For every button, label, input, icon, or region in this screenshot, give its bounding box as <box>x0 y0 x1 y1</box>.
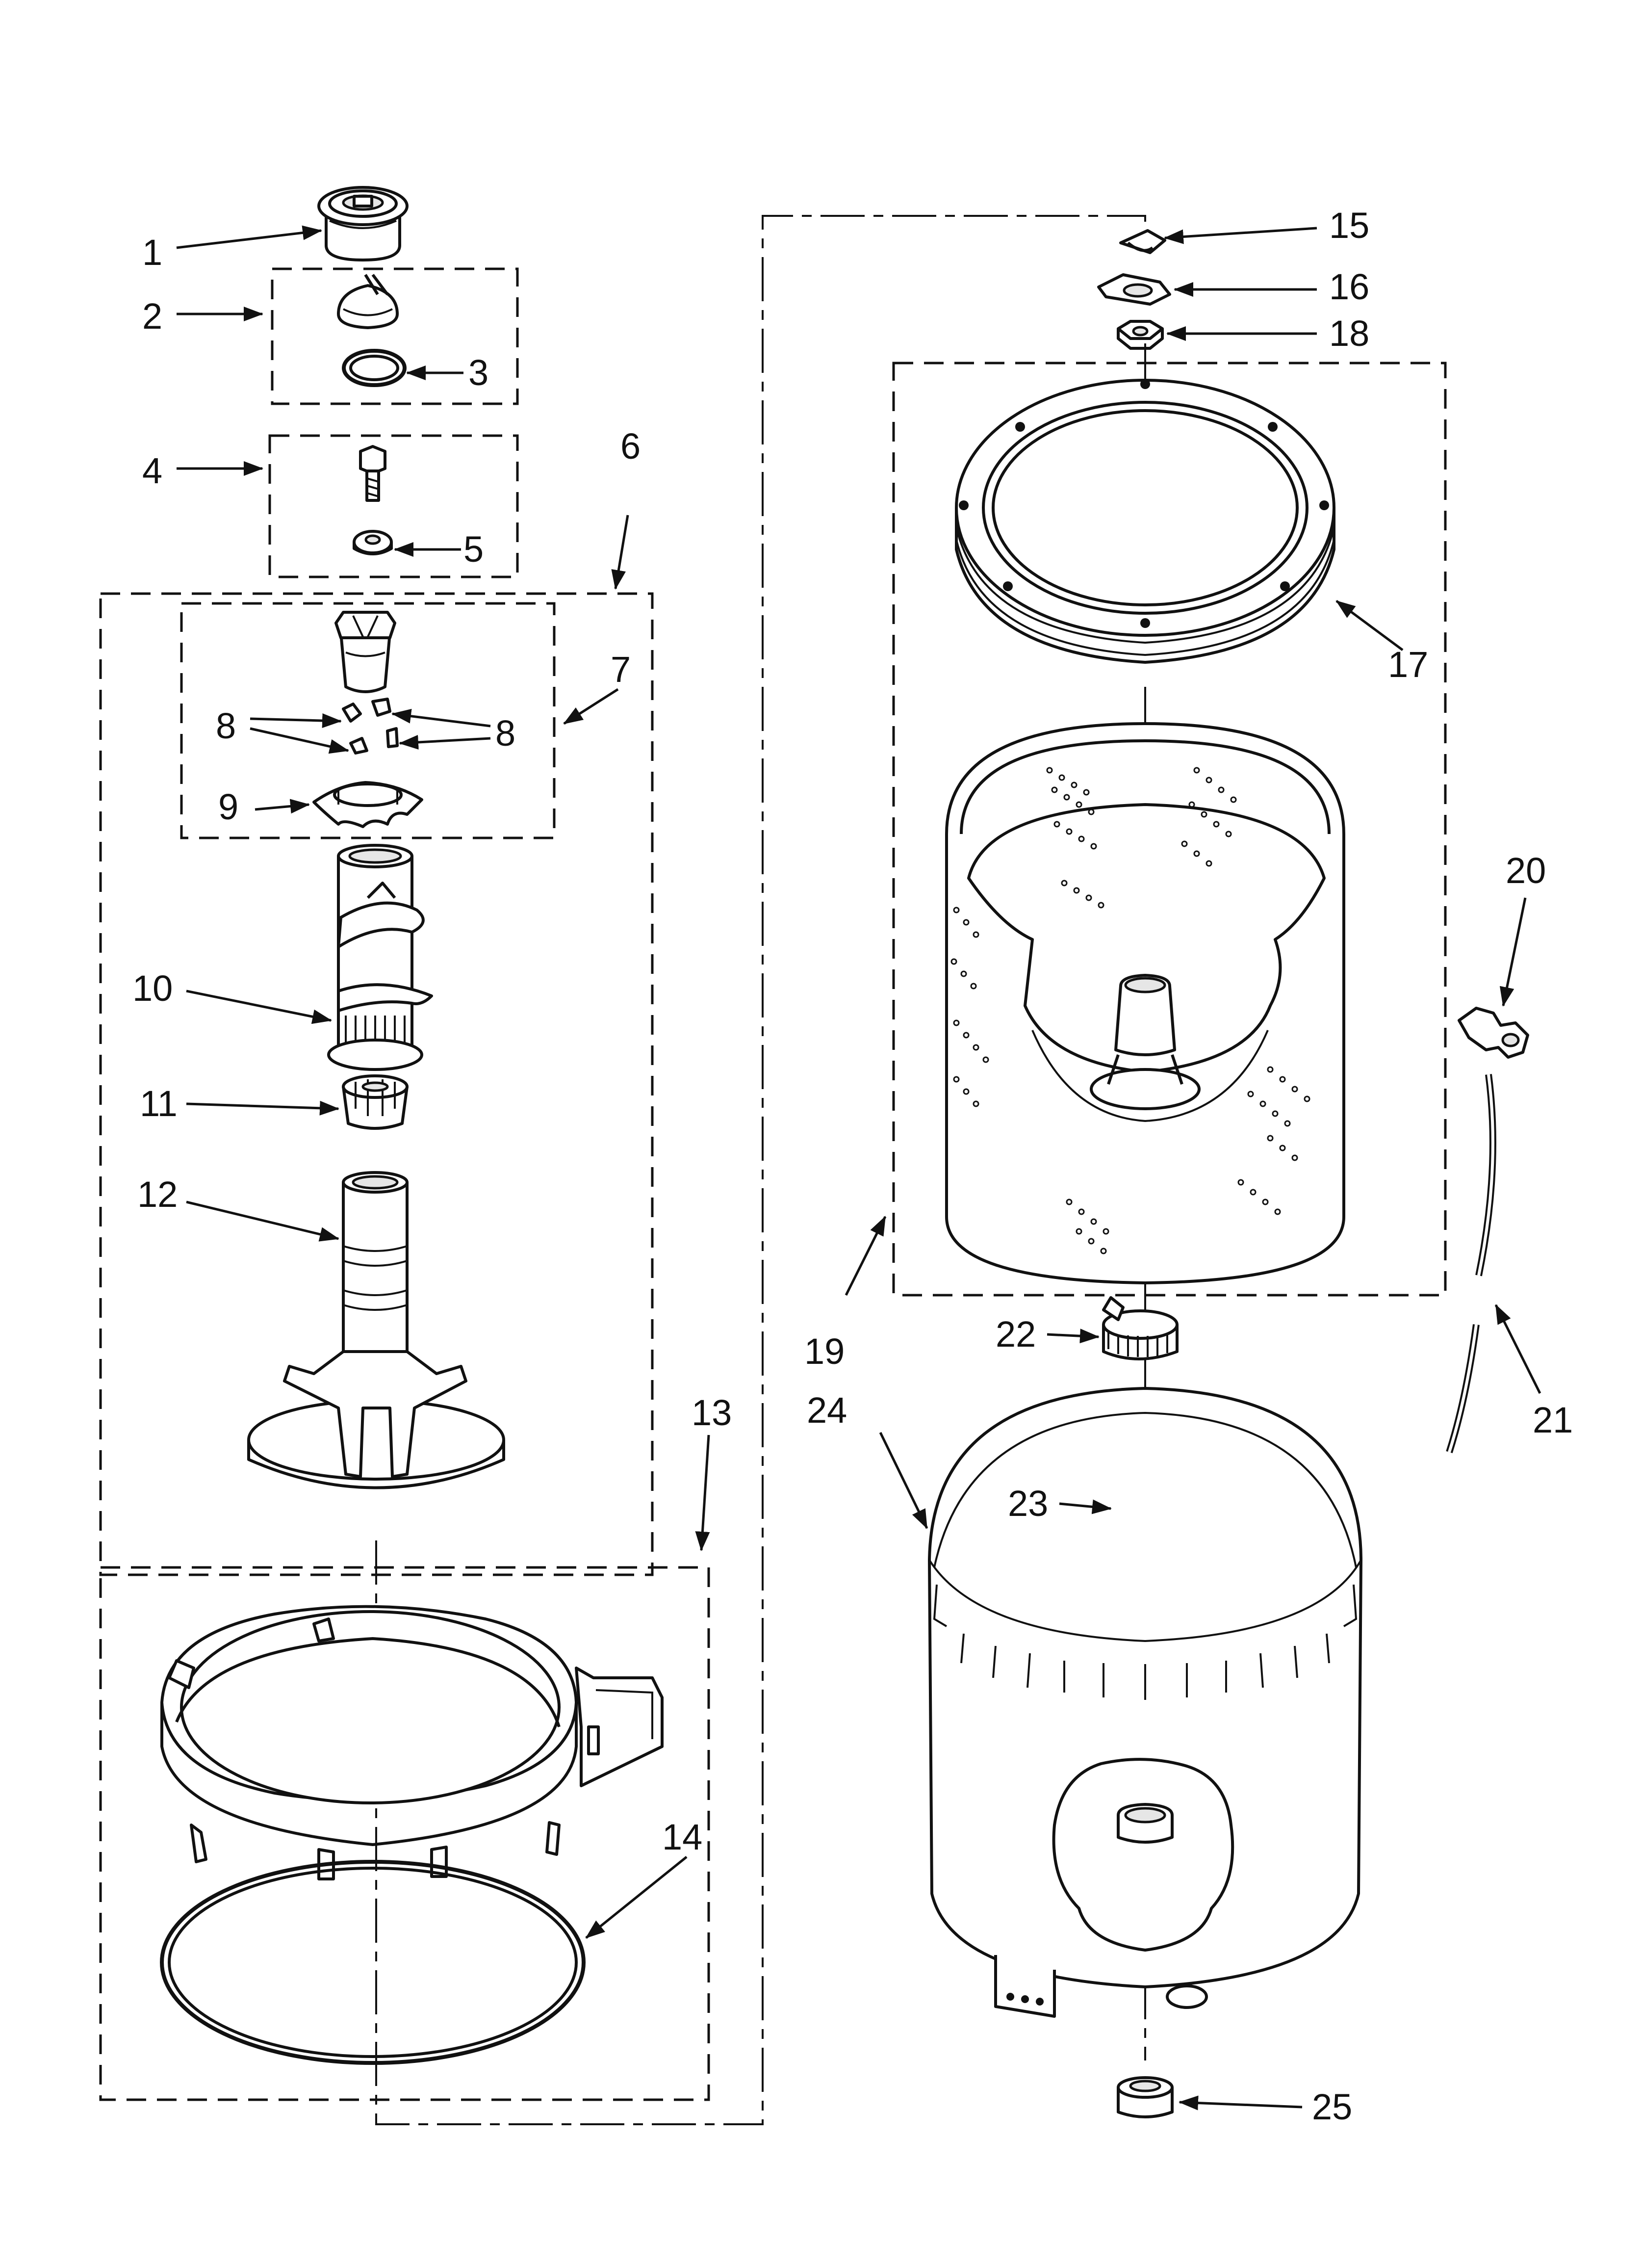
callout-14: 14 <box>662 1817 702 1857</box>
callout-23: 23 <box>1008 1483 1048 1524</box>
callout-6: 6 <box>620 426 641 467</box>
group-box-17 <box>892 362 1447 1297</box>
callout-2: 2 <box>142 296 162 337</box>
part-17-balance-ring <box>955 379 1335 664</box>
part-24-outer-tub <box>928 1387 1362 2018</box>
part-11-drive-block <box>342 1074 409 1130</box>
part-9-ring <box>312 781 423 828</box>
part-13-tub-ring <box>160 1605 664 1880</box>
leader-arrows <box>176 225 1541 2111</box>
group-box-7 <box>180 602 556 839</box>
callout-15: 15 <box>1329 205 1369 246</box>
outer-tub-slots <box>960 1633 1330 1700</box>
group-box-2-3 <box>271 267 519 405</box>
callout-1: 1 <box>142 232 162 273</box>
callout-5: 5 <box>463 529 484 570</box>
part-3-oring <box>342 349 407 387</box>
callout-8-left: 8 <box>216 705 236 746</box>
part-22-clamp-ring <box>1102 1296 1179 1360</box>
part-18-nut <box>1117 320 1164 350</box>
part-21-hose <box>1446 1074 1496 1454</box>
part-7-dog-assembly <box>334 611 396 693</box>
part-19-basket <box>945 722 1345 1284</box>
part-12-agitator-base <box>247 1171 505 1489</box>
callout-3: 3 <box>468 352 488 393</box>
part-10-auger <box>327 844 433 1071</box>
callout-24: 24 <box>807 1390 847 1431</box>
part-25-cap <box>1117 2076 1174 2118</box>
callout-labels: 1 2 3 4 5 6 7 8 8 9 10 11 12 13 14 15 16… <box>132 205 1573 2127</box>
callout-10: 10 <box>132 968 173 1009</box>
callout-20: 20 <box>1506 850 1546 891</box>
part-2-cam <box>337 274 399 329</box>
callout-11: 11 <box>140 1083 178 1124</box>
callout-19: 19 <box>804 1331 845 1372</box>
callout-8-right: 8 <box>495 713 515 754</box>
part-4-bolt <box>359 445 386 502</box>
callout-22: 22 <box>996 1314 1036 1355</box>
group-box-4-5 <box>268 434 519 578</box>
callout-25: 25 <box>1312 2086 1352 2127</box>
part-5-washer <box>353 530 393 555</box>
part-8-dogs <box>342 698 399 755</box>
part-14-snap-ring <box>160 1860 586 2065</box>
callout-9: 9 <box>218 786 238 827</box>
callout-16: 16 <box>1329 266 1369 307</box>
callout-4: 4 <box>142 450 162 491</box>
callout-21: 21 <box>1533 1400 1573 1440</box>
part-16-seal <box>1097 273 1171 306</box>
part-15-nut <box>1119 229 1166 254</box>
callout-12: 12 <box>137 1174 178 1215</box>
callout-17: 17 <box>1388 644 1428 685</box>
group-box-13 <box>99 1566 710 2101</box>
callout-13: 13 <box>692 1392 732 1433</box>
part-20-clamp <box>1458 1007 1529 1059</box>
callout-18: 18 <box>1329 313 1369 354</box>
basket-perforations <box>950 767 1310 1254</box>
group-boxes <box>99 267 1447 2101</box>
left-stack-centerline <box>375 215 1146 2125</box>
callout-7: 7 <box>611 649 631 690</box>
part-1-cap <box>317 186 409 261</box>
